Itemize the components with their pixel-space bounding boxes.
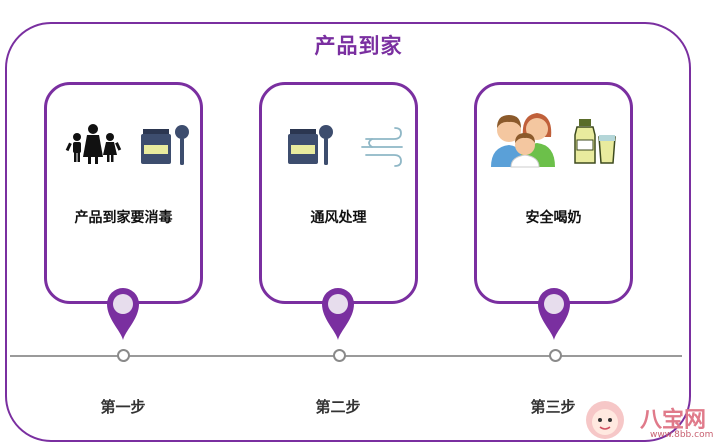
wind-icon: [361, 127, 403, 167]
location-pin-icon: [107, 288, 139, 340]
timeline-dot: [549, 349, 562, 362]
step-label-2: 第二步: [315, 398, 361, 416]
step-label-3: 第三步: [530, 398, 576, 416]
card-3-icons: [491, 113, 616, 168]
card-1-icons: [65, 124, 189, 165]
location-pin-icon: [322, 288, 354, 340]
card-2-label: 通风处理: [310, 210, 367, 226]
timeline-dot: [333, 349, 346, 362]
page-title: 产品到家: [314, 34, 403, 58]
milk-jar-icon: [288, 129, 318, 164]
timeline-line: [10, 355, 682, 357]
spoon-icon: [319, 125, 333, 165]
watermark-url: www.8bb.com: [650, 430, 714, 440]
step-label-1: 第一步: [100, 398, 146, 416]
milk-bottle-icon: [574, 119, 596, 164]
watermark-text: 八宝网: [640, 408, 707, 433]
parents-child-icon: [491, 113, 555, 168]
step-card-3: 安全喝奶: [474, 82, 633, 304]
family-icon: [65, 124, 122, 164]
watermark-logo-icon: [586, 401, 624, 439]
spoon-icon: [175, 125, 189, 165]
card-2-icons: [288, 125, 403, 167]
milk-cup-icon: [598, 135, 616, 164]
step-card-2: 通风处理: [259, 82, 418, 304]
location-pin-icon: [538, 288, 570, 340]
card-3-label: 安全喝奶: [525, 210, 582, 226]
step-card-1: 产品到家要消毒: [44, 82, 203, 304]
timeline-dot: [117, 349, 130, 362]
outer-frame: [5, 22, 691, 442]
milk-jar-icon: [141, 129, 171, 164]
card-1-label: 产品到家要消毒: [74, 210, 173, 226]
